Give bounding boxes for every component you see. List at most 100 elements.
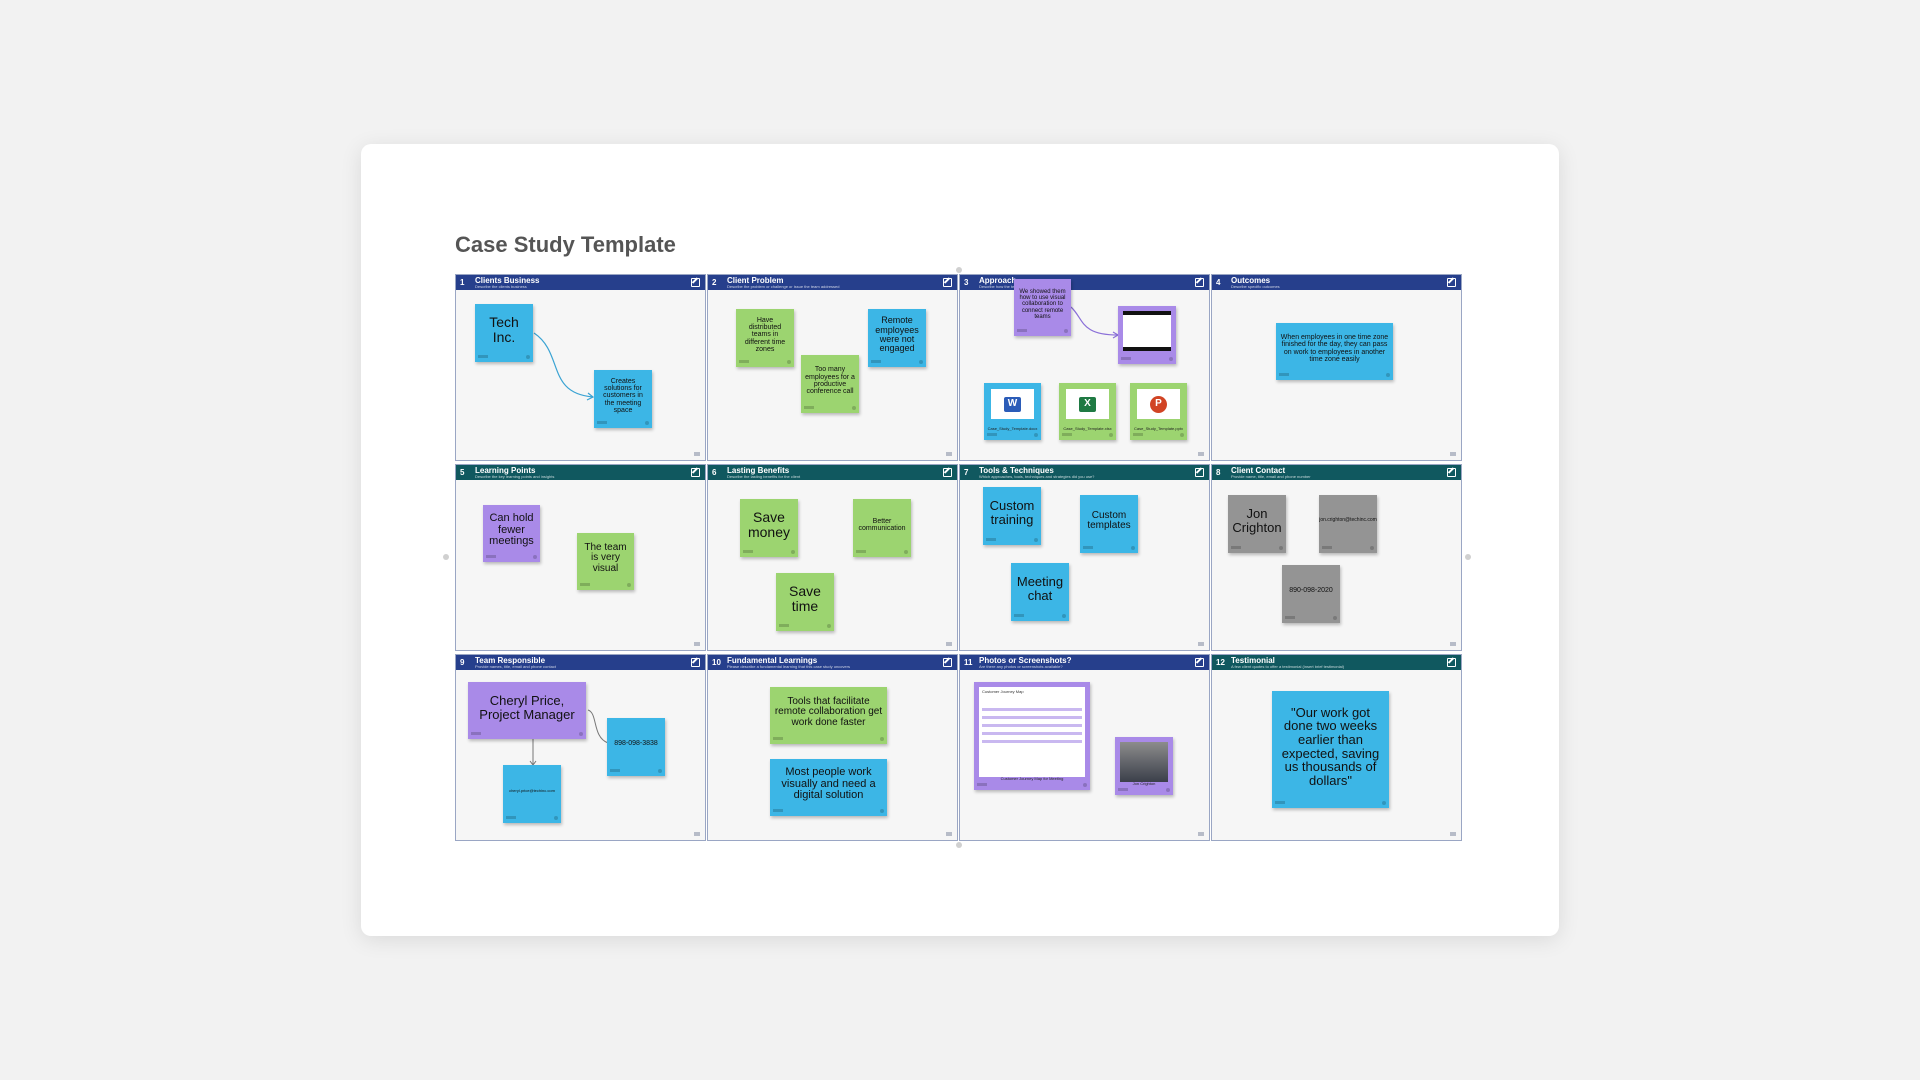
panel-number: 11 bbox=[964, 658, 973, 667]
edit-icon[interactable] bbox=[691, 468, 700, 477]
video-thumbnail[interactable] bbox=[1118, 306, 1176, 364]
sticky-note[interactable]: Most people work visually and need a dig… bbox=[770, 759, 887, 816]
panel-header: 8 Client Contact Provide name, title, em… bbox=[1212, 465, 1461, 480]
resize-handle-right[interactable] bbox=[1465, 554, 1471, 560]
panel-subtitle: Describe the key learning points and ins… bbox=[475, 474, 555, 479]
sticky-note[interactable]: cheryl.price@techinc.com bbox=[503, 765, 561, 823]
sticky-note[interactable]: When employees in one time zone finished… bbox=[1276, 323, 1393, 380]
panel-title: Learning Points bbox=[475, 466, 536, 475]
panel-subtitle: Are there any photos or screenshots avai… bbox=[979, 664, 1063, 669]
sticky-note[interactable]: Save money bbox=[740, 499, 798, 557]
panel-title: Client Contact bbox=[1231, 466, 1286, 475]
panel-header: 1 Clients Business Describe the clients … bbox=[456, 275, 705, 290]
screenshot-title: Customer Journey Map bbox=[982, 689, 1024, 694]
sticky-note[interactable]: Have distributed teams in different time… bbox=[736, 309, 794, 367]
panel-footer-icon bbox=[1450, 452, 1456, 456]
panel-learning-points[interactable]: 5 Learning Points Describe the key learn… bbox=[455, 464, 706, 651]
panel-title: Client Problem bbox=[727, 276, 784, 285]
panel-title: Tools & Techniques bbox=[979, 466, 1054, 475]
panel-footer-icon bbox=[1198, 832, 1204, 836]
panel-footer-icon bbox=[1450, 642, 1456, 646]
photo-card[interactable]: Jon Crighton bbox=[1115, 737, 1173, 795]
sticky-note[interactable]: Tech Inc. bbox=[475, 304, 533, 362]
word-file[interactable]: W Case_Study_Template.docx bbox=[984, 383, 1041, 440]
panel-number: 10 bbox=[712, 658, 721, 667]
panel-footer-icon bbox=[694, 642, 700, 646]
resize-handle-left[interactable] bbox=[443, 554, 449, 560]
edit-icon[interactable] bbox=[691, 278, 700, 287]
panel-tools-techniques[interactable]: 7 Tools & Techniques Which approaches, t… bbox=[959, 464, 1210, 651]
sticky-note[interactable]: Better communication bbox=[853, 499, 911, 557]
sticky-note[interactable]: Custom training bbox=[983, 487, 1041, 545]
panel-number: 6 bbox=[712, 468, 717, 477]
video-preview bbox=[1123, 311, 1171, 351]
edit-icon[interactable] bbox=[691, 658, 700, 667]
panel-team-responsible[interactable]: 9 Team Responsible Provide names, title,… bbox=[455, 654, 706, 841]
edit-icon[interactable] bbox=[943, 468, 952, 477]
panel-subtitle: Describe the problem or challenge or iss… bbox=[727, 284, 840, 289]
panel-title: Fundamental Learnings bbox=[727, 656, 818, 665]
screenshot-caption: Customer Journey Map for Meeting bbox=[1000, 775, 1064, 781]
sticky-note[interactable]: Too many employees for a productive conf… bbox=[801, 355, 859, 413]
edit-icon[interactable] bbox=[1195, 658, 1204, 667]
panel-approach[interactable]: 3 Approach Describe how the team approac… bbox=[959, 274, 1210, 461]
panel-clients-business[interactable]: 1 Clients Business Describe the clients … bbox=[455, 274, 706, 461]
sticky-note[interactable]: 898-098-3838 bbox=[607, 718, 665, 776]
panel-number: 12 bbox=[1216, 658, 1225, 667]
edit-icon[interactable] bbox=[943, 278, 952, 287]
panel-footer-icon bbox=[1450, 832, 1456, 836]
resize-handle-bottom[interactable] bbox=[956, 842, 962, 848]
panel-header: 5 Learning Points Describe the key learn… bbox=[456, 465, 705, 480]
edit-icon[interactable] bbox=[1447, 278, 1456, 287]
person-photo bbox=[1120, 742, 1168, 782]
panel-number: 8 bbox=[1216, 468, 1221, 477]
sticky-note[interactable]: Creates solutions for customers in the m… bbox=[594, 370, 652, 428]
sticky-note[interactable]: Jon Crighton bbox=[1228, 495, 1286, 553]
sticky-note[interactable]: The team is very visual bbox=[577, 533, 634, 590]
panel-client-problem[interactable]: 2 Client Problem Describe the problem or… bbox=[707, 274, 958, 461]
sticky-note[interactable]: "Our work got done two weeks earlier tha… bbox=[1272, 691, 1389, 808]
panel-number: 4 bbox=[1216, 278, 1221, 287]
panel-subtitle: A few client quotes to offer a testimoni… bbox=[1231, 664, 1345, 669]
edit-icon[interactable] bbox=[1195, 468, 1204, 477]
panel-header: 7 Tools & Techniques Which approaches, t… bbox=[960, 465, 1209, 480]
panel-subtitle: Describe specific outcomes bbox=[1231, 284, 1280, 289]
excel-file[interactable]: X Case_Study_Template.xlsx bbox=[1059, 383, 1116, 440]
sticky-note[interactable]: Custom templates bbox=[1080, 495, 1138, 553]
sticky-note[interactable]: Tools that facilitate remote collaborati… bbox=[770, 687, 887, 744]
panel-header: 6 Lasting Benefits Describe the lasting … bbox=[708, 465, 957, 480]
panel-number: 2 bbox=[712, 278, 717, 287]
panel-title: Lasting Benefits bbox=[727, 466, 790, 475]
panel-title: Team Responsible bbox=[475, 656, 546, 665]
resize-handle-top[interactable] bbox=[956, 267, 962, 273]
sticky-note[interactable]: Can hold fewer meetings bbox=[483, 505, 540, 562]
panel-fundamental-learnings[interactable]: 10 Fundamental Learnings Please describe… bbox=[707, 654, 958, 841]
panel-photos-screenshots[interactable]: 11 Photos or Screenshots? Are there any … bbox=[959, 654, 1210, 841]
board-title: Case Study Template bbox=[455, 232, 676, 257]
sticky-note[interactable]: We showed them how to use visual collabo… bbox=[1014, 279, 1071, 336]
panel-lasting-benefits[interactable]: 6 Lasting Benefits Describe the lasting … bbox=[707, 464, 958, 651]
panel-title: Clients Business bbox=[475, 276, 540, 285]
sticky-note[interactable]: jon.crighton@techinc.com bbox=[1319, 495, 1377, 553]
panel-title: Testimonial bbox=[1231, 656, 1275, 665]
sticky-note[interactable]: Remote employees were not engaged bbox=[868, 309, 926, 367]
panel-outcomes[interactable]: 4 Outcomes Describe specific outcomes Wh… bbox=[1211, 274, 1462, 461]
edit-icon[interactable] bbox=[1447, 658, 1456, 667]
powerpoint-file[interactable]: P Case_Study_Template.pptx bbox=[1130, 383, 1187, 440]
panel-client-contact[interactable]: 8 Client Contact Provide name, title, em… bbox=[1211, 464, 1462, 651]
panel-subtitle: Provide names, title, email and phone co… bbox=[475, 664, 556, 669]
sticky-note[interactable]: Meeting chat bbox=[1011, 563, 1069, 621]
edit-icon[interactable] bbox=[1447, 468, 1456, 477]
panel-number: 3 bbox=[964, 278, 969, 287]
screenshot-card[interactable]: Customer Journey Map Customer Journey Ma… bbox=[974, 682, 1090, 790]
edit-icon[interactable] bbox=[1195, 278, 1204, 287]
panel-footer-icon bbox=[946, 452, 952, 456]
panel-testimonial[interactable]: 12 Testimonial A few client quotes to of… bbox=[1211, 654, 1462, 841]
panel-header: 9 Team Responsible Provide names, title,… bbox=[456, 655, 705, 670]
sticky-note[interactable]: Save time bbox=[776, 573, 834, 631]
sticky-note[interactable]: Cheryl Price, Project Manager bbox=[468, 682, 586, 739]
sticky-note[interactable]: 890-098-2020 bbox=[1282, 565, 1340, 623]
panel-subtitle: Provide name, title, email and phone num… bbox=[1231, 474, 1311, 479]
edit-icon[interactable] bbox=[943, 658, 952, 667]
panel-subtitle: Please describe a fundamental learning t… bbox=[727, 664, 850, 669]
